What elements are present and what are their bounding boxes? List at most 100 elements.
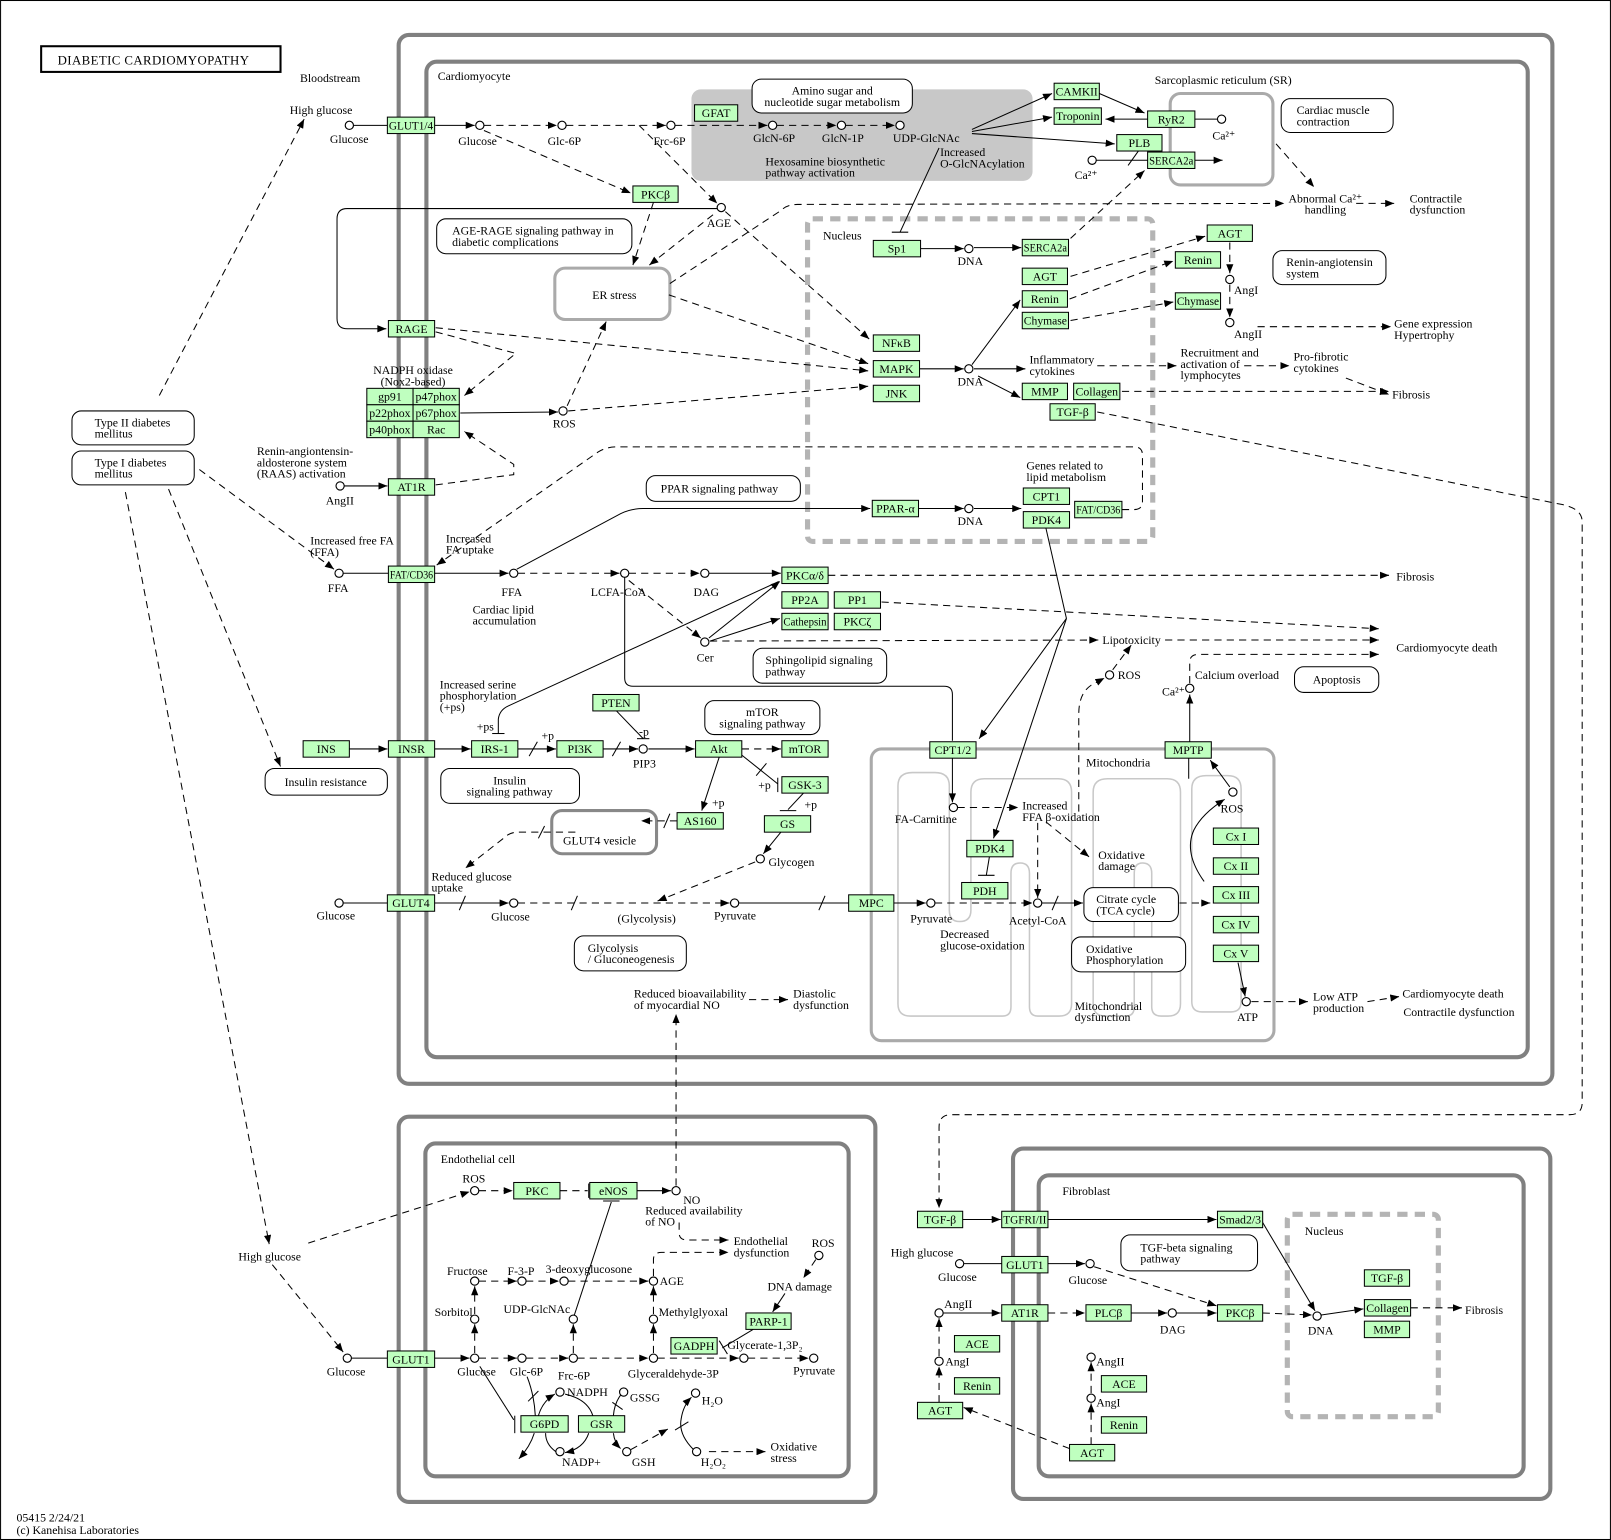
gene-insr[interactable]: INSR: [387, 740, 436, 758]
compound-dag-fib[interactable]: DAG: [1160, 1308, 1186, 1337]
compound-node[interactable]: [568, 1314, 578, 1324]
gene-box[interactable]: [1206, 224, 1253, 242]
gene-mpc[interactable]: MPC: [848, 894, 895, 912]
gene-pp2a[interactable]: PP2A: [781, 591, 829, 609]
compound-node[interactable]: [716, 202, 726, 213]
gene-plb[interactable]: PLB: [1116, 134, 1163, 152]
compound-atp[interactable]: ATP: [1237, 996, 1258, 1025]
compound-node[interactable]: [1185, 683, 1195, 693]
compound-glc-fib-blood[interactable]: Glucose: [938, 1258, 977, 1285]
compound-gap[interactable]: Glyceraldehyde-3P: [628, 1353, 720, 1381]
compound-node[interactable]: [1312, 1311, 1322, 1321]
gene-agt-fib-2[interactable]: AGT: [1069, 1443, 1116, 1462]
gene-box[interactable]: [1021, 238, 1070, 257]
gene-box[interactable]: [1174, 292, 1222, 310]
compound-node[interactable]: [618, 1387, 629, 1397]
compound-ros-lipo[interactable]: ROS: [1104, 668, 1141, 682]
compound-node[interactable]: [1225, 274, 1235, 285]
gene-box[interactable]: [929, 741, 977, 759]
gene-rac[interactable]: Rac: [412, 420, 460, 439]
gene-mtor[interactable]: mTOR: [781, 740, 829, 758]
compound-ros-endo[interactable]: ROS: [462, 1171, 485, 1196]
gene-serca2a-nuc[interactable]: SERCA2a: [1021, 238, 1070, 257]
gene-jnk[interactable]: JNK: [872, 384, 921, 403]
compound-fructose[interactable]: Fructose: [447, 1264, 488, 1286]
map-link-box[interactable]: [1272, 250, 1387, 286]
compound-angii-fib-1[interactable]: AngII: [934, 1297, 972, 1318]
gene-pkcb-cm[interactable]: PKCβ: [632, 185, 679, 203]
compound-bpg[interactable]: Glycerate-1,3P₂: [727, 1338, 803, 1363]
compound-glc-blood[interactable]: Glucose: [330, 120, 369, 146]
compound-node[interactable]: [954, 1258, 965, 1269]
compound-age-cm[interactable]: AGE: [707, 202, 731, 230]
compound-node[interactable]: [555, 1387, 565, 1397]
compound-dna-sp1[interactable]: DNA: [958, 243, 984, 269]
compound-node[interactable]: [729, 898, 740, 908]
gene-chymase-nuc[interactable]: Chymase: [1021, 311, 1070, 330]
gene-box[interactable]: [386, 116, 436, 135]
compound-node[interactable]: [335, 481, 345, 491]
gene-akt[interactable]: Akt: [695, 740, 743, 758]
compound-dna-ppar[interactable]: DNA: [958, 503, 984, 528]
compound-node[interactable]: [517, 1276, 527, 1286]
compound-node[interactable]: [648, 1276, 659, 1286]
compound-pyruvate-mito[interactable]: Pyruvate: [910, 898, 952, 926]
compound-node[interactable]: [622, 1446, 632, 1457]
gene-ppara[interactable]: PPAR-α: [871, 499, 920, 518]
gene-cathepsin[interactable]: Cathepsin: [781, 612, 829, 631]
compound-udpglcnac-endo[interactable]: UDP-GlcNAc: [503, 1302, 578, 1324]
gene-gp91[interactable]: gp91: [366, 387, 414, 406]
gene-box[interactable]: [676, 812, 724, 830]
compound-node[interactable]: [700, 637, 710, 647]
compound-deoxyglucosone[interactable]: 3-deoxyglucosone: [546, 1262, 633, 1286]
gene-renin-fib-1[interactable]: Renin: [953, 1377, 1001, 1395]
map-link-box[interactable]: [1071, 936, 1187, 973]
compound-node[interactable]: [568, 1353, 578, 1363]
compound-node[interactable]: [475, 120, 485, 131]
gene-box[interactable]: [1147, 110, 1196, 128]
compound-g6p-endo[interactable]: Glc-6P: [510, 1353, 544, 1379]
gene-pkcb-fib[interactable]: PKCβ: [1216, 1304, 1264, 1322]
gene-pkcad[interactable]: PKCα/δ: [781, 566, 829, 585]
compound-glcn6p[interactable]: GlcN-6P: [753, 120, 795, 145]
compound-dna-fib[interactable]: DNA: [1308, 1311, 1334, 1338]
gene-p47phox[interactable]: p47phox: [412, 387, 460, 406]
map-link-box[interactable]: [1120, 1234, 1259, 1272]
compound-gsh[interactable]: GSH: [622, 1446, 656, 1469]
compound-node[interactable]: [1225, 317, 1235, 328]
compound-node[interactable]: [334, 568, 344, 578]
gene-box[interactable]: [1164, 741, 1212, 759]
gene-box[interactable]: [1021, 311, 1070, 330]
compound-ca-cyt[interactable]: Ca²⁺: [1075, 155, 1098, 182]
gene-agt-fib-1[interactable]: AGT: [916, 1401, 964, 1420]
gene-pkc-endo[interactable]: PKC: [513, 1181, 561, 1200]
gene-cx4[interactable]: Cx IV: [1212, 915, 1260, 934]
gene-box[interactable]: [1073, 382, 1121, 401]
gene-g6pd[interactable]: G6PD: [520, 1415, 569, 1433]
gene-irs1[interactable]: IRS-1: [471, 740, 519, 758]
compound-node[interactable]: [739, 1353, 749, 1363]
gene-box[interactable]: [872, 239, 922, 258]
compound-f6p[interactable]: Frc-6P: [653, 120, 686, 148]
compound-node[interactable]: [1086, 1393, 1096, 1403]
compound-glc-endo[interactable]: Glucose: [457, 1353, 496, 1379]
disease-link-insulin-resistance[interactable]: Insulin resistance: [264, 767, 388, 796]
gene-ryr2[interactable]: RyR2: [1147, 110, 1196, 128]
map-link-box[interactable]: [1280, 98, 1394, 134]
compound-node[interactable]: [509, 568, 519, 578]
gene-cpt1-2[interactable]: CPT1/2: [929, 741, 977, 759]
compound-pip3[interactable]: PIP3: [633, 744, 656, 771]
compound-pyruvate-endo[interactable]: Pyruvate: [793, 1353, 835, 1378]
compound-node[interactable]: [691, 1446, 702, 1457]
gene-box[interactable]: [387, 320, 436, 338]
compound-node[interactable]: [666, 120, 676, 131]
compound-glycogen[interactable]: Glycogen: [755, 854, 814, 869]
gene-cx1[interactable]: Cx I: [1212, 827, 1260, 845]
gene-box[interactable]: [781, 612, 829, 631]
map-link-box[interactable]: [436, 218, 633, 255]
compound-angi-fib-2[interactable]: AngI: [1086, 1393, 1121, 1409]
gene-tgfb-nuc[interactable]: TGF-β: [1049, 403, 1096, 421]
